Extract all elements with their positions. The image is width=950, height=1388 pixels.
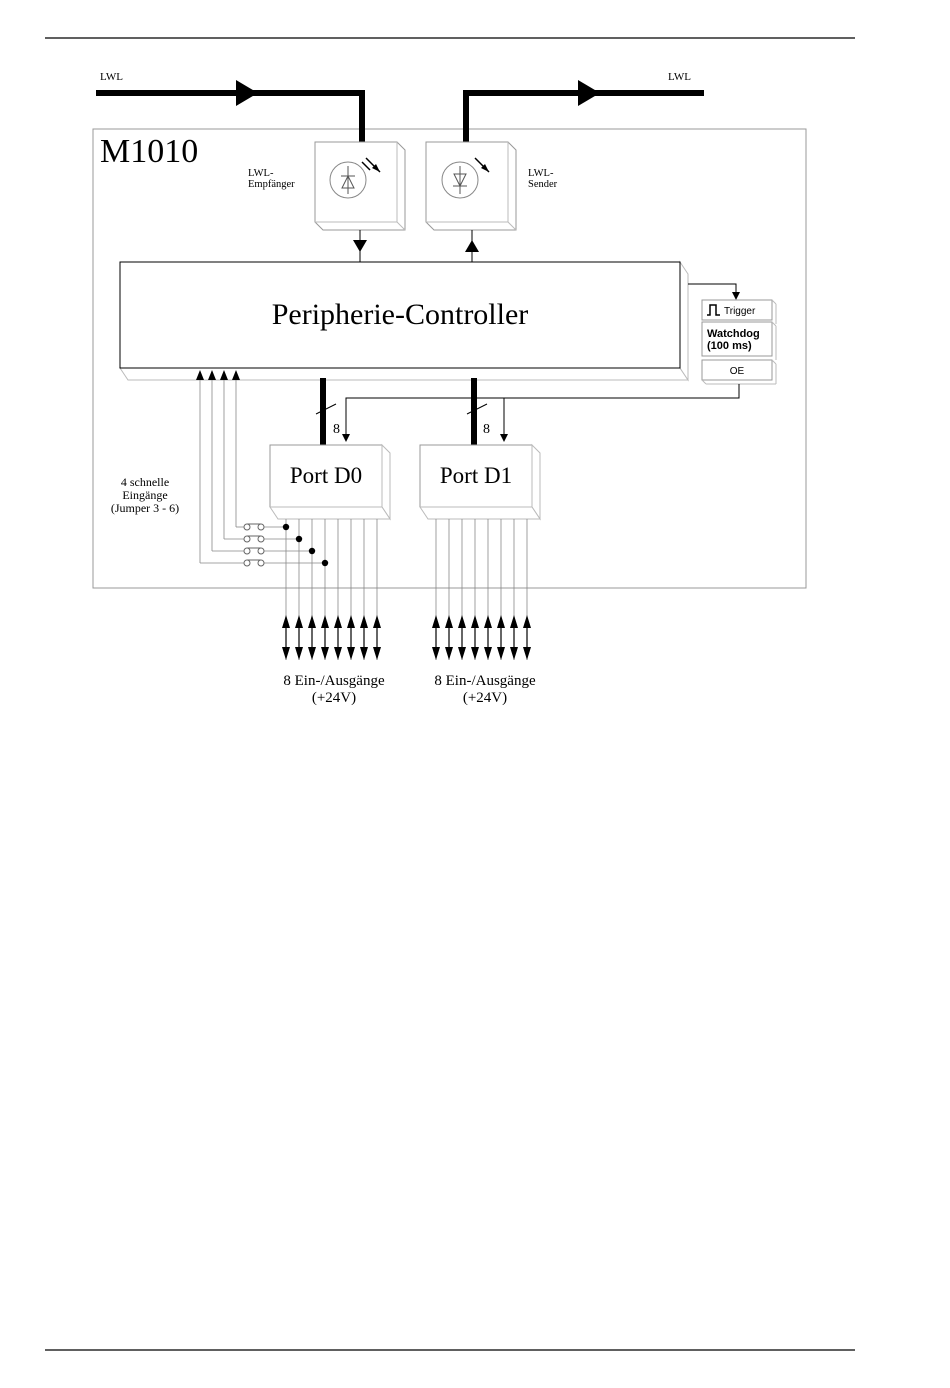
port-d0-io-line-0 bbox=[282, 519, 290, 660]
trigger-arrow-icon bbox=[732, 292, 740, 300]
port-d1-io-line-7 bbox=[523, 519, 531, 660]
down-arrow-icon bbox=[373, 647, 381, 660]
sender-up-arrow-icon bbox=[465, 240, 479, 252]
up-arrow-icon bbox=[282, 615, 290, 628]
port-d1-io-line-4 bbox=[484, 519, 492, 660]
sender-label-line1: LWL- bbox=[528, 168, 554, 179]
port-d0-io-line-7 bbox=[373, 519, 381, 660]
down-arrow-icon bbox=[308, 647, 316, 660]
up-arrow-icon bbox=[321, 615, 329, 628]
receiver-down-arrow-icon bbox=[353, 240, 367, 252]
lwl-input-arrow-icon bbox=[236, 80, 258, 106]
port-d1-label: Port D1 bbox=[440, 463, 512, 488]
io-d1-label-line1: 8 Ein-/Ausgänge bbox=[434, 673, 536, 689]
fast-inputs-line3: (Jumper 3 - 6) bbox=[111, 501, 179, 515]
oe-arrow-d0-icon bbox=[342, 434, 350, 442]
watchdog-label-line1: Watchdog bbox=[707, 328, 760, 340]
receiver-label-line2: Empfänger bbox=[248, 179, 295, 190]
io-d1-label-line2: (+24V) bbox=[463, 690, 507, 706]
down-arrow-icon bbox=[347, 647, 355, 660]
sender-label-line2: Sender bbox=[528, 179, 558, 190]
down-arrow-icon bbox=[510, 647, 518, 660]
lwl-sender-box bbox=[426, 142, 516, 230]
lwl-output-line bbox=[466, 80, 704, 142]
receiver-label-line1: LWL- bbox=[248, 168, 274, 179]
port-d1-io-line-6 bbox=[510, 519, 518, 660]
lwl-input-label: LWL bbox=[100, 71, 123, 83]
port-d0-io-line-4 bbox=[334, 519, 342, 660]
lwl-output-label: LWL bbox=[668, 71, 691, 83]
port-d0-io-line-6 bbox=[360, 519, 368, 660]
down-arrow-icon bbox=[334, 647, 342, 660]
up-arrow-icon bbox=[360, 615, 368, 628]
up-arrow-icon bbox=[510, 615, 518, 628]
down-arrow-icon bbox=[471, 647, 479, 660]
down-arrow-icon bbox=[295, 647, 303, 660]
junction-dots bbox=[283, 524, 328, 566]
down-arrow-icon bbox=[497, 647, 505, 660]
up-arrow-icon bbox=[308, 615, 316, 628]
up-arrow-icon bbox=[347, 615, 355, 628]
down-arrow-icon bbox=[360, 647, 368, 660]
up-arrow-icon bbox=[445, 615, 453, 628]
port-d1-io-line-1 bbox=[445, 519, 453, 660]
up-arrow-icon bbox=[373, 615, 381, 628]
controller-to-trigger-line bbox=[688, 284, 736, 296]
oe-box: OE bbox=[702, 360, 776, 384]
port-d1-io-lines bbox=[432, 519, 531, 660]
port-d0-io-line-3 bbox=[321, 519, 329, 660]
controller-label: Peripherie-Controller bbox=[272, 298, 529, 331]
fast-inputs-line1: 4 schnelle bbox=[121, 475, 169, 489]
down-arrow-icon bbox=[282, 647, 290, 660]
oe-label: OE bbox=[730, 366, 745, 377]
trigger-box: Trigger bbox=[702, 300, 776, 324]
up-arrow-icon bbox=[497, 615, 505, 628]
up-arrow-icon bbox=[484, 615, 492, 628]
up-arrow-icon bbox=[295, 615, 303, 628]
io-d0-label-line1: 8 Ein-/Ausgänge bbox=[283, 673, 385, 689]
down-arrow-icon bbox=[523, 647, 531, 660]
jumper-icons bbox=[244, 524, 264, 566]
up-arrow-icon bbox=[432, 615, 440, 628]
port-d1-io-line-3 bbox=[471, 519, 479, 660]
oe-enable-line bbox=[346, 384, 739, 440]
down-arrow-icon bbox=[458, 647, 466, 660]
down-arrow-icon bbox=[321, 647, 329, 660]
port-d0-label: Port D0 bbox=[290, 463, 362, 488]
up-arrow-icon bbox=[523, 615, 531, 628]
bus-width-d1: 8 bbox=[483, 422, 490, 437]
down-arrow-icon bbox=[484, 647, 492, 660]
trigger-label: Trigger bbox=[724, 306, 756, 317]
oe-arrow-d1-icon bbox=[500, 434, 508, 442]
port-d1-io-line-5 bbox=[497, 519, 505, 660]
down-arrow-icon bbox=[432, 647, 440, 660]
fast-inputs-line2: Eingänge bbox=[122, 488, 167, 502]
port-d0-io-line-2 bbox=[308, 519, 316, 660]
watchdog-label-line2: (100 ms) bbox=[707, 340, 752, 352]
port-d0-io-line-5 bbox=[347, 519, 355, 660]
watchdog-box: Watchdog (100 ms) bbox=[702, 322, 776, 360]
lwl-output-arrow-icon bbox=[578, 80, 600, 106]
port-d1-io-line-0 bbox=[432, 519, 440, 660]
down-arrow-icon bbox=[445, 647, 453, 660]
bus-width-d0: 8 bbox=[333, 422, 340, 437]
port-d1-io-line-2 bbox=[458, 519, 466, 660]
up-arrow-icon bbox=[334, 615, 342, 628]
module-title: M1010 bbox=[100, 133, 198, 170]
up-arrow-icon bbox=[458, 615, 466, 628]
io-d0-label-line2: (+24V) bbox=[312, 690, 356, 706]
up-arrow-icon bbox=[471, 615, 479, 628]
lwl-receiver-box bbox=[315, 142, 405, 230]
